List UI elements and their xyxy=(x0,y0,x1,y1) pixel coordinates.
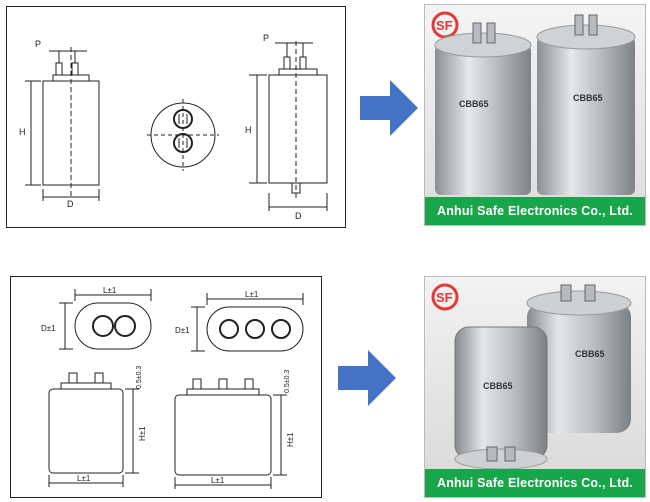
oval-capacitor-photo: SF CBB65 CBB65 Anhui Safe Electronics Co… xyxy=(424,276,646,498)
right-arrow-icon xyxy=(338,350,396,406)
oval-capacitors-image: SF CBB65 CBB65 xyxy=(431,283,632,470)
height-label-right: H±1 xyxy=(286,432,295,447)
terminal-height-label-left: 0.5±0.3 xyxy=(136,366,143,389)
depth-label-right: D±1 xyxy=(175,326,190,335)
right-arrow-icon xyxy=(360,80,418,136)
round-side-view-right xyxy=(249,41,328,211)
diameter-label-right: D xyxy=(295,211,302,221)
oval-top-view-right xyxy=(191,293,304,352)
round-capacitor-photo: SF CBB65 CBB65 Anhui Safe Electronics Co… xyxy=(424,4,646,226)
bottom-drawing-panel: L±1 D±1 L±1 D±1 L±1 H±1 0.5±0.3 xyxy=(10,276,322,498)
pitch-label-left: P xyxy=(35,39,41,49)
height-label-left: H xyxy=(19,127,26,137)
svg-text:SF: SF xyxy=(436,290,453,305)
svg-text:SF: SF xyxy=(436,18,453,33)
diameter-label-left: D xyxy=(67,199,74,209)
safe-logo-icon: SF xyxy=(431,11,459,39)
length-label-top-left: L±1 xyxy=(103,286,117,295)
model-label-back: CBB65 xyxy=(575,349,605,359)
oval-side-view-left xyxy=(48,372,139,487)
length-label-bottom-left: L±1 xyxy=(77,474,91,483)
oval-capacitor-drawing: L±1 D±1 L±1 D±1 L±1 H±1 0.5±0.3 xyxy=(41,286,304,489)
oval-top-view-left xyxy=(59,289,152,350)
pitch-label-right: P xyxy=(263,33,269,43)
round-capacitors-image: SF CBB65 CBB65 xyxy=(431,11,636,195)
model-label-front: CBB65 xyxy=(483,381,513,391)
round-top-view xyxy=(147,99,219,171)
terminal-height-label-right: 0.5±0.3 xyxy=(284,370,291,393)
model-label-right: CBB65 xyxy=(573,93,603,103)
height-label-right: H xyxy=(245,125,252,135)
depth-label-left: D±1 xyxy=(41,324,56,333)
length-label-top-right: L±1 xyxy=(245,290,259,299)
company-caption-top: Anhui Safe Electronics Co., Ltd. xyxy=(425,197,645,225)
round-side-view-left xyxy=(25,47,100,201)
safe-logo-icon: SF xyxy=(431,283,459,311)
height-label-left: H±1 xyxy=(138,426,147,441)
round-capacitor-drawing: P H D P H D xyxy=(19,33,328,221)
oval-side-view-right xyxy=(174,378,287,489)
length-label-bottom-right: L±1 xyxy=(211,476,225,485)
model-label-left: CBB65 xyxy=(459,99,489,109)
company-caption-bottom: Anhui Safe Electronics Co., Ltd. xyxy=(425,469,645,497)
top-drawing-panel: P H D P H D xyxy=(6,6,346,228)
